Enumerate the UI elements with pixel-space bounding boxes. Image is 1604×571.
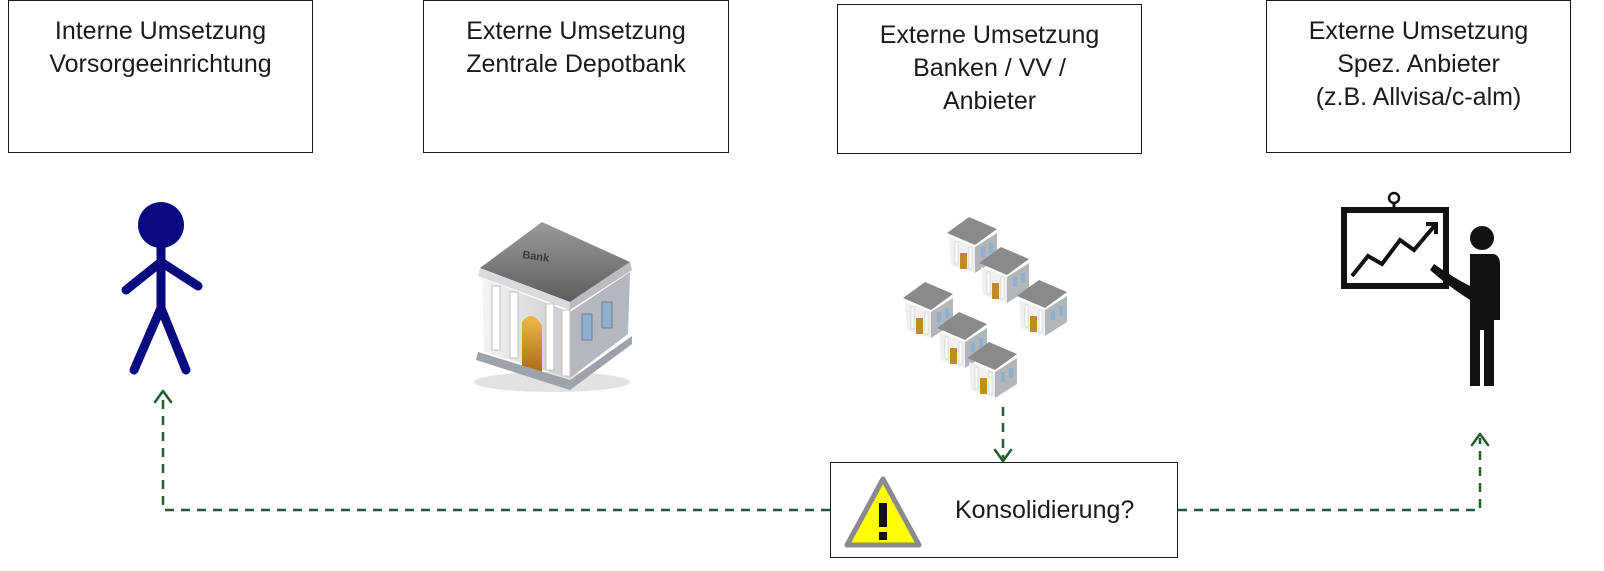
consolidation-label: Konsolidierung?: [955, 496, 1135, 524]
box-zentrale-depotbank: Externe Umsetzung Zentrale Depotbank: [423, 0, 729, 153]
box-line2: Spez. Anbieter: [1337, 50, 1500, 78]
bank-sign: Bank: [522, 249, 551, 265]
arrow-to-internal: [161, 394, 830, 512]
box-line3: (z.B. Allvisa/c-alm): [1315, 83, 1522, 111]
box-line1: Externe Umsetzung: [1308, 17, 1529, 45]
arrowhead-up-left: [153, 389, 173, 404]
presenter-chart-icon: [1341, 191, 1500, 386]
stick-figure-icon: [121, 202, 203, 375]
box-line1: Externe Umsetzung: [879, 21, 1100, 49]
consolidation-box: Konsolidierung?: [830, 462, 1178, 558]
box-line1: Interne Umsetzung: [54, 17, 267, 45]
box-line2: Zentrale Depotbank: [466, 50, 686, 78]
box-spez-anbieter: Externe Umsetzung Spez. Anbieter (z.B. A…: [1266, 0, 1571, 153]
box-interne-umsetzung: Interne Umsetzung Vorsorgeeinrichtung: [8, 0, 313, 153]
arrowhead-up-right: [1470, 432, 1490, 447]
box-line1: Externe Umsetzung: [466, 17, 686, 45]
arrow-to-specialist: [1178, 438, 1482, 512]
arrowhead-down: [993, 448, 1013, 463]
box-banken-vv-anbieter: Externe Umsetzung Banken / VV / Anbieter: [837, 4, 1142, 154]
box-line3: Anbieter: [942, 87, 1037, 115]
box-line2: Vorsorgeeinrichtung: [49, 50, 272, 78]
warning-triangle-icon: [844, 476, 922, 548]
box-line2: Banken / VV /: [913, 54, 1066, 82]
bank-building-icon: Bank: [474, 222, 632, 392]
multiple-banks-icon: [902, 216, 1068, 399]
